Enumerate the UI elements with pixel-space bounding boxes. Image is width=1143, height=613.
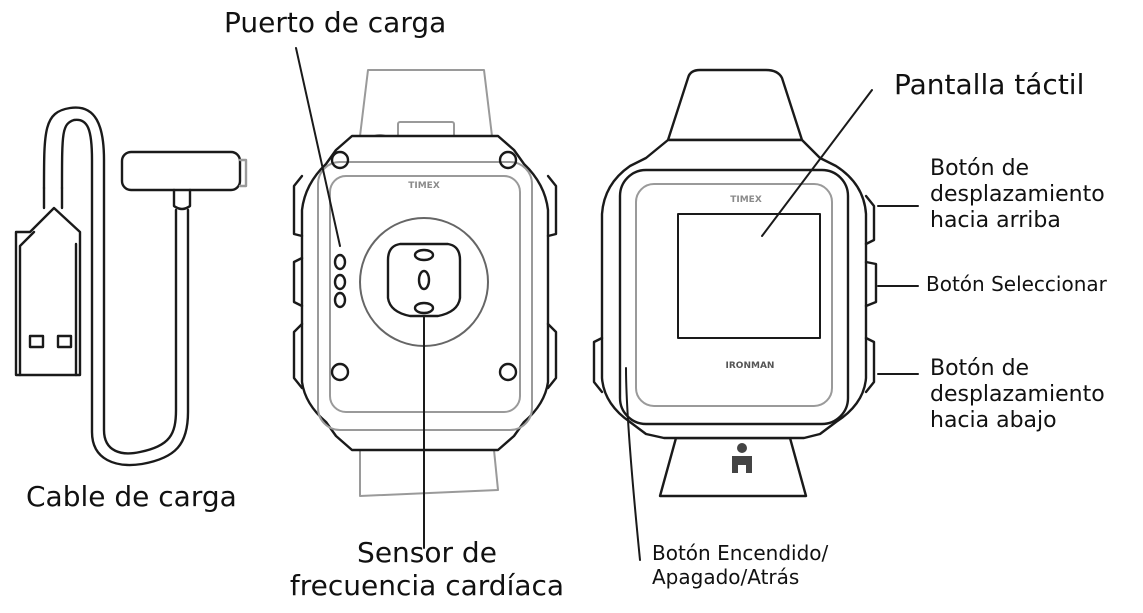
- charging-cable-label: Cable de carga: [26, 480, 237, 513]
- charging-cable-illustration: [14, 106, 248, 467]
- back-logo-text: TIMEX: [408, 181, 440, 191]
- heart-rate-sensor-label: Sensor de frecuencia cardíaca: [289, 536, 565, 603]
- scroll-up-button-label: Botón de desplazamiento hacia arriba: [930, 156, 1105, 233]
- scroll-down-button-label: Botón de desplazamiento hacia abajo: [930, 356, 1105, 433]
- power-back-button-label: Botón Encendido/ Apagado/Atrás: [652, 541, 829, 589]
- select-button-label: Botón Seleccionar: [926, 272, 1107, 296]
- front-logo-text: TIMEX: [730, 195, 762, 205]
- watch-front-illustration: [592, 68, 878, 498]
- ironman-logo-text: IRONMAN: [726, 361, 775, 371]
- charging-port-label: Puerto de carga: [224, 6, 447, 39]
- watch-back-illustration: [292, 69, 558, 497]
- leader-lines: [295, 47, 919, 561]
- touch-screen-label: Pantalla táctil: [894, 68, 1085, 101]
